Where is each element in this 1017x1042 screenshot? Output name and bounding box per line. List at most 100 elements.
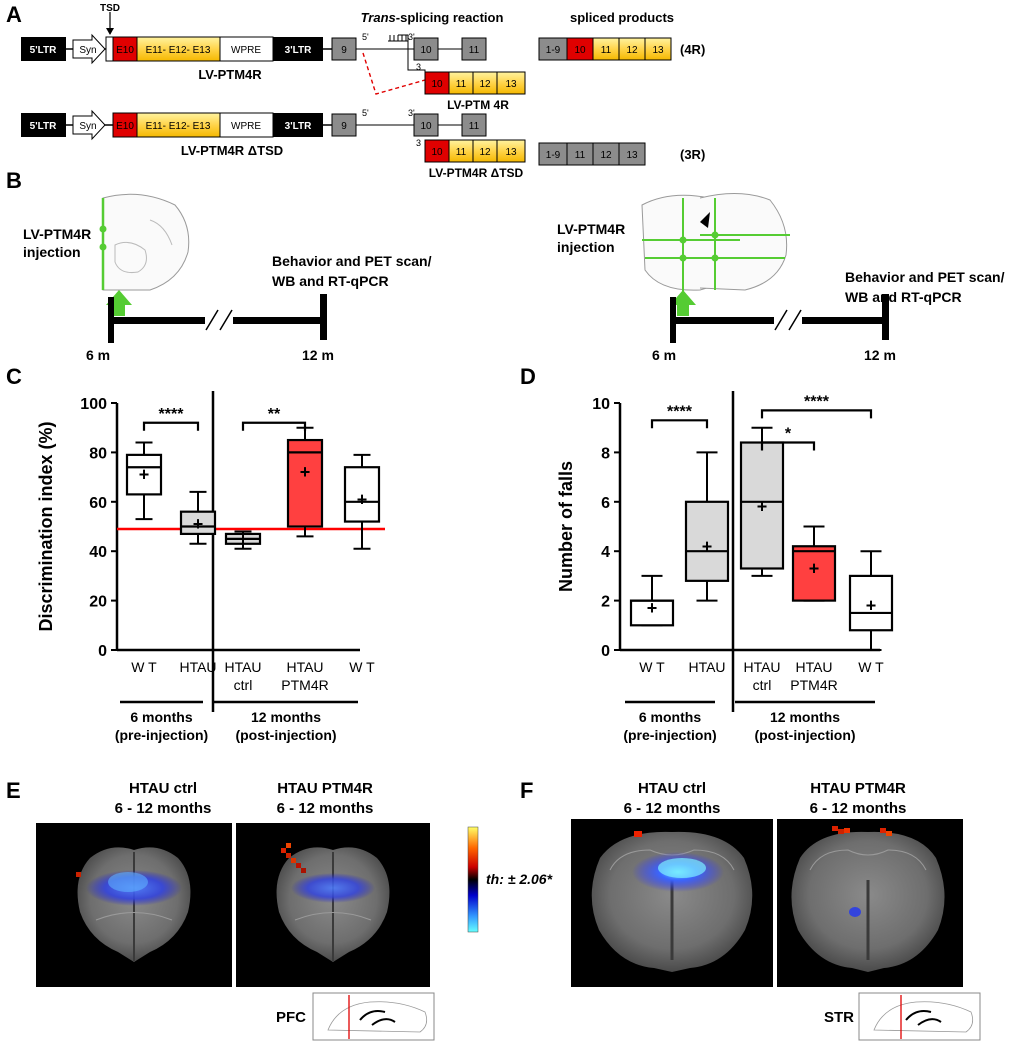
prime3b-label-2: 3 bbox=[416, 138, 421, 148]
prime5-label-2: 5' bbox=[362, 108, 369, 118]
e10-label: E10 bbox=[116, 45, 134, 56]
isoform-4r-label: (4R) bbox=[680, 42, 705, 57]
d-category-sublabel-2: ctrl bbox=[753, 677, 772, 693]
prime3b-label: 3 bbox=[416, 62, 421, 72]
c-box-0 bbox=[125, 453, 163, 496]
c-ytick-label-1: 20 bbox=[89, 594, 107, 611]
ltr3-label-2: 3'LTR bbox=[285, 121, 312, 132]
d-y-axis-label: Number of falls bbox=[556, 461, 576, 592]
timeline-right: LV-PTM4R injection 6 m 12 m Behavior and… bbox=[557, 192, 1005, 363]
ptm2-exon10-label: 10 bbox=[431, 147, 443, 158]
timepoint-12m-left: 12 m bbox=[302, 347, 334, 363]
ptm-label-1: LV-PTM 4R bbox=[447, 98, 509, 112]
c-sig-bracket-1 bbox=[241, 421, 307, 431]
pet-image-f-htau-ctrl bbox=[571, 819, 773, 987]
d-sig-label-2: **** bbox=[804, 393, 830, 410]
colorbar-threshold-label: th: ± 2.06* bbox=[486, 871, 553, 887]
endpoint-label-left-2: WB and RT-qPCR bbox=[272, 273, 389, 289]
d-sig-bracket-2 bbox=[760, 409, 873, 419]
syn-label-2: Syn bbox=[79, 121, 96, 132]
c-category-label-2: HTAU bbox=[224, 659, 261, 675]
c-group-label-0: 6 months bbox=[130, 709, 192, 725]
spliced-products-title: spliced products bbox=[570, 10, 674, 25]
e11-13-label: E11- E12- E13 bbox=[146, 45, 211, 56]
ptm-label-2: LV-PTM4R ΔTSD bbox=[429, 166, 524, 180]
d-group-label-0: 6 months bbox=[639, 709, 701, 725]
f-img2-title-1: HTAU PTM4R bbox=[810, 780, 906, 797]
d-ytick-label-2: 4 bbox=[601, 544, 610, 561]
isoform-3r-label: (3R) bbox=[680, 147, 705, 162]
syn-label: Syn bbox=[79, 45, 96, 56]
pet-image-e-htau-ptm4r bbox=[236, 823, 430, 987]
d-mean-marker-0: + bbox=[647, 598, 658, 618]
prime3-label-2: 3' bbox=[408, 108, 415, 118]
prime5-label: 5' bbox=[362, 32, 369, 42]
d-category-label-1: HTAU bbox=[688, 659, 725, 675]
ptm2-exon11-label: 11 bbox=[456, 147, 467, 158]
e-img1-title-1: HTAU ctrl bbox=[129, 780, 197, 797]
c-group-sublabel-0: (pre-injection) bbox=[115, 727, 208, 743]
c-category-label-4: W T bbox=[349, 659, 375, 675]
c-ytick-label-3: 60 bbox=[89, 495, 107, 512]
exon10-label-2: 10 bbox=[420, 121, 432, 132]
syn-promoter-arrow-2 bbox=[72, 109, 106, 141]
c-mean-marker-1: + bbox=[193, 514, 204, 534]
d-mean-marker-4: + bbox=[866, 596, 877, 616]
c-ytick-label-2: 40 bbox=[89, 544, 107, 561]
d-category-label-3: HTAU bbox=[795, 659, 832, 675]
c-box-1 bbox=[179, 510, 217, 536]
c-box-4 bbox=[343, 466, 381, 523]
ptm2-exon12-label: 12 bbox=[479, 147, 491, 158]
d-ytick-label-3: 6 bbox=[601, 495, 610, 512]
sp3r-exon13: 13 bbox=[626, 150, 638, 161]
d-box-4 bbox=[848, 574, 894, 632]
colorbar bbox=[467, 826, 479, 933]
spliced-product-4r: 1-9 10 11 12 13 (4R) bbox=[538, 37, 705, 61]
ptm-exon11-label: 11 bbox=[456, 79, 467, 90]
d-category-label-0: W T bbox=[639, 659, 665, 675]
c-mean-marker-2: + bbox=[238, 529, 249, 549]
c-group-sublabel-1: (post-injection) bbox=[235, 727, 336, 743]
c-sig-label-1: ** bbox=[268, 406, 281, 423]
d-ytick-label-5: 10 bbox=[592, 396, 610, 413]
timepoint-6m-right: 6 m bbox=[652, 347, 676, 363]
sp3r-exon1-9: 1-9 bbox=[546, 150, 561, 161]
trans-splicing-title: Trans-splicing reaction bbox=[361, 10, 504, 25]
c-sig-bracket-0 bbox=[142, 421, 200, 431]
ltr3-box bbox=[273, 37, 323, 61]
sagittal-inset-pfc bbox=[312, 992, 435, 1041]
d-ytick-label-0: 0 bbox=[601, 643, 610, 660]
exon11-label-2: 11 bbox=[469, 121, 480, 132]
coronal-section-drawing-left bbox=[102, 193, 190, 291]
d-sig-bracket-1 bbox=[760, 441, 816, 451]
construct-lv-ptm4r: 5'LTR Syn E10 E11- E12- E13 WPRE 3'LTR T… bbox=[21, 3, 340, 82]
ltr3-label: 3'LTR bbox=[285, 45, 312, 56]
panel-label-c: C bbox=[6, 364, 22, 389]
sp4r-exon11: 11 bbox=[601, 45, 612, 56]
construct2-label: LV-PTM4R ΔTSD bbox=[181, 143, 283, 158]
c-ytick-label-0: 0 bbox=[98, 643, 107, 660]
d-box-2 bbox=[739, 441, 785, 570]
c-group-label-1: 12 months bbox=[251, 709, 321, 725]
region-label-str: STR bbox=[824, 1009, 854, 1026]
injection-arrow-right bbox=[670, 290, 696, 316]
d-category-label-2: HTAU bbox=[743, 659, 780, 675]
d-ytick-label-1: 2 bbox=[601, 594, 610, 611]
c-ytick-label-5: 100 bbox=[80, 396, 107, 413]
syn-promoter-arrow bbox=[72, 33, 106, 65]
exon9-label-2: 9 bbox=[341, 121, 347, 132]
sp3r-exon11: 11 bbox=[575, 150, 586, 161]
e10-label-2: E10 bbox=[116, 121, 134, 132]
pet-image-e-htau-ctrl bbox=[36, 823, 232, 987]
e11-13-label-2: E11- E12- E13 bbox=[146, 121, 211, 132]
exon10-label: 10 bbox=[420, 45, 432, 56]
c-category-label-3: HTAU bbox=[286, 659, 323, 675]
panel-label-a: A bbox=[6, 2, 22, 27]
d-sig-label-0: **** bbox=[667, 403, 693, 420]
sp4r-exon1-9: 1-9 bbox=[546, 45, 561, 56]
spliced-product-3r: 1-9 11 12 13 (3R) bbox=[538, 142, 705, 166]
d-box-3 bbox=[791, 545, 837, 602]
f-img2-title-2: 6 - 12 months bbox=[810, 800, 907, 817]
d-sig-bracket-0 bbox=[650, 419, 709, 429]
